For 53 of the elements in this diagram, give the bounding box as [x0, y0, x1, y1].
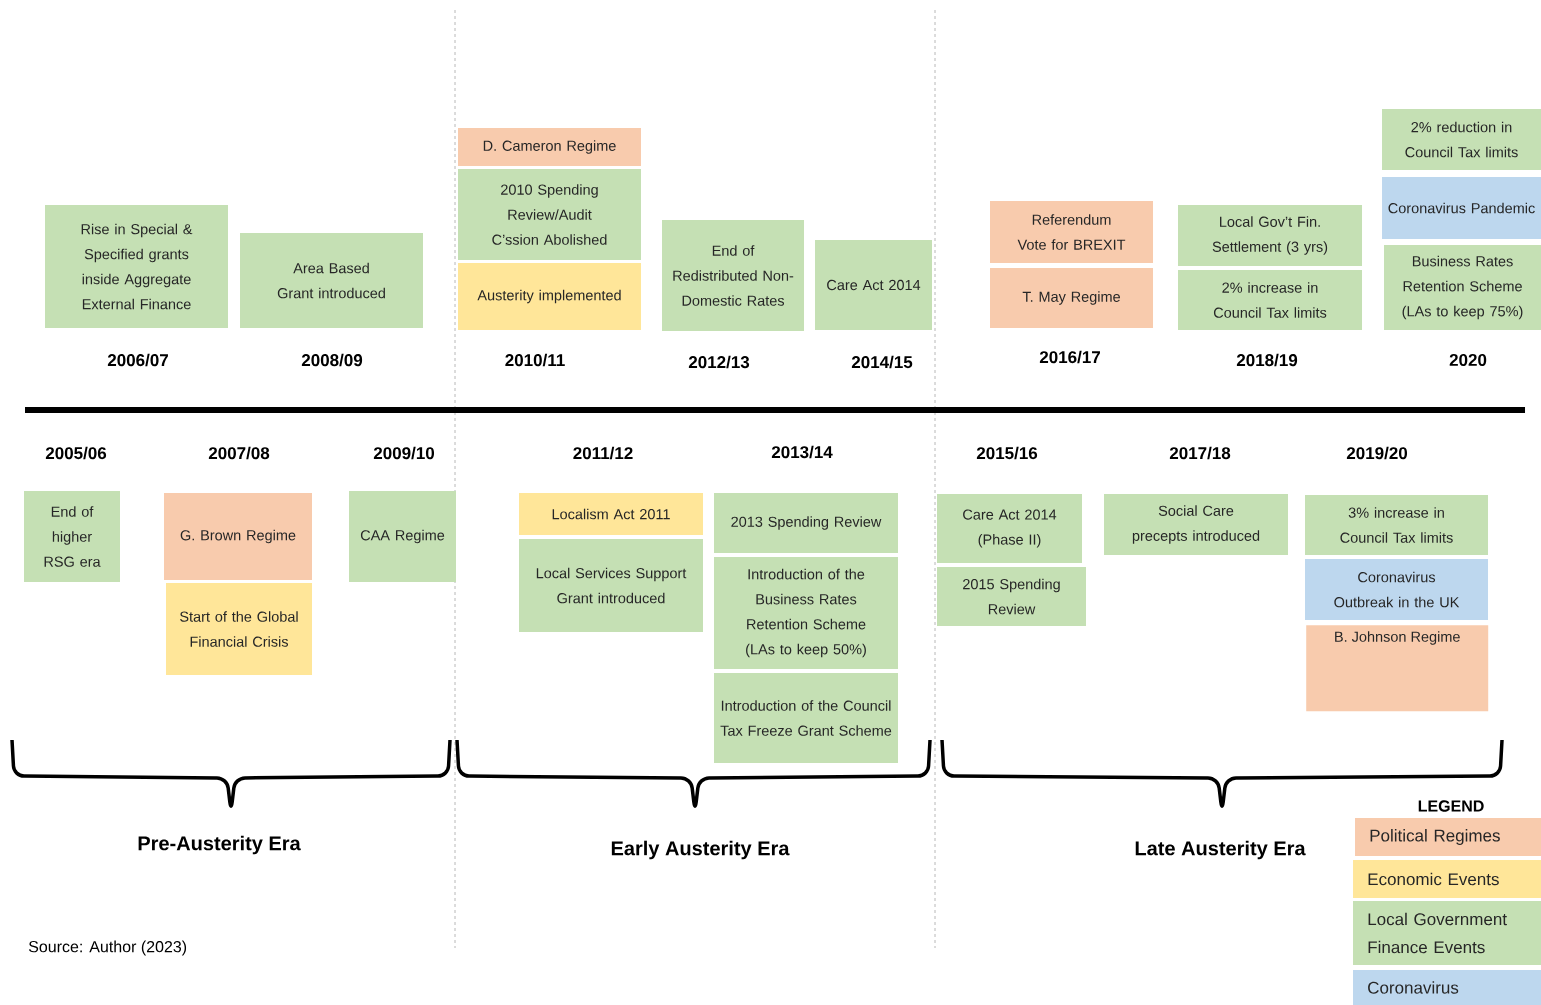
- year-label: 2006/07: [107, 353, 168, 367]
- event-box: Local Services Support Grant introduced: [519, 539, 703, 632]
- event-box: Introduction of the Council Tax Freeze Grant Scheme: [714, 673, 898, 763]
- event-box: End of Redistributed Non-Domestic Rates: [662, 220, 804, 331]
- era-label: Pre-Austerity Era: [138, 835, 301, 855]
- legend-label: Political Regimes: [1370, 829, 1500, 845]
- event-box: Austerity implemented: [458, 263, 641, 330]
- event-box: Rise in Special & Specified grants inside Aggregate External Finance: [45, 205, 228, 328]
- event-box: B. Johnson Regime: [1306, 625, 1489, 712]
- year-label: 2020: [1449, 354, 1487, 367]
- event-box: Area Based Grant introduced: [240, 233, 423, 328]
- event-box: Coronavirus Pandemic: [1382, 177, 1541, 239]
- year-label: 2007/08: [208, 446, 270, 460]
- event-box: 2013 Spending Review: [714, 493, 898, 553]
- year-label: 2005/06: [45, 446, 107, 460]
- year-label: 2009/10: [373, 446, 434, 460]
- event-box: Coronavirus Outbreak in the UK: [1305, 559, 1488, 620]
- event-box: 2% increase in Council Tax limits: [1178, 270, 1362, 330]
- year-label: 2008/09: [301, 353, 363, 367]
- year-label: 2011/12: [573, 446, 633, 460]
- year-label: 2012/13: [688, 355, 750, 369]
- event-box: D. Cameron Regime: [458, 128, 641, 166]
- legend-label: Coronavirus: [1368, 981, 1459, 994]
- event-box: Local Gov’t Fin. Settlement (3 yrs): [1178, 205, 1362, 266]
- event-box: Start of the Global Financial Crisis: [166, 583, 312, 675]
- legend-label: Local Government Finance Events: [1368, 912, 1507, 954]
- year-label: 2018/19: [1236, 353, 1298, 367]
- event-box: Introduction of the Business Rates Retention Scheme (LAs to keep 50%): [714, 557, 898, 669]
- era-label: Late Austerity Era: [1135, 840, 1306, 860]
- event-box: T. May Regime: [990, 268, 1153, 328]
- year-label: 2013/14: [771, 445, 833, 459]
- source-note: Source: Author (2023): [28, 940, 187, 956]
- event-box: End of higher RSG era: [24, 491, 120, 582]
- event-box: 2015 Spending Review: [937, 567, 1086, 626]
- era-label: Early Austerity Era: [611, 840, 790, 860]
- year-label: 2014/15: [851, 355, 913, 369]
- year-label: 2017/18: [1169, 446, 1231, 460]
- event-box: 3% increase in Council Tax limits: [1305, 495, 1488, 555]
- event-box: CAA Regime: [349, 491, 456, 582]
- event-box: Business Rates Retention Scheme (LAs to keep 75%): [1384, 245, 1541, 330]
- event-box: Localism Act 2011: [519, 493, 703, 535]
- event-box: Social Care precepts introduced: [1104, 494, 1288, 555]
- event-box: 2% reduction in Council Tax limits: [1382, 109, 1541, 170]
- year-label: 2010/11: [505, 353, 565, 367]
- event-box: Referendum Vote for BREXIT: [990, 201, 1153, 263]
- year-label: 2019/20: [1346, 446, 1408, 460]
- legend-label: Economic Events: [1368, 872, 1499, 886]
- event-box: Care Act 2014: [815, 240, 932, 330]
- event-box: G. Brown Regime: [164, 493, 312, 580]
- event-box: Care Act 2014 (Phase II): [937, 494, 1082, 563]
- event-box: 2010 Spending Review/Audit C’ssion Abolished: [458, 169, 641, 260]
- year-label: 2015/16: [976, 446, 1038, 460]
- year-label: 2016/17: [1039, 350, 1100, 364]
